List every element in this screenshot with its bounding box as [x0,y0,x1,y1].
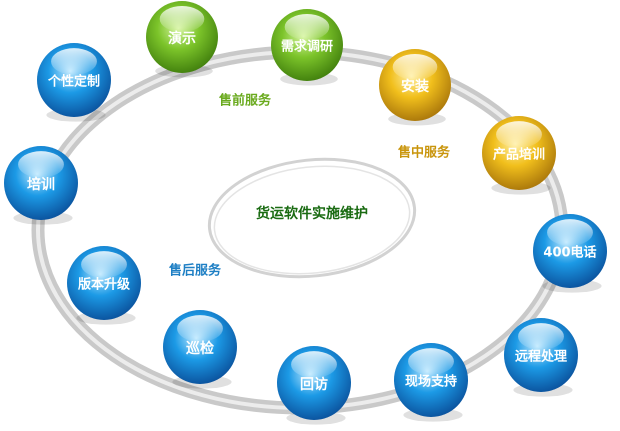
node-remote: 远程处理 [504,318,578,397]
phase-label-in-sale: 售中服务 [398,145,451,161]
node-demo: 演示 [146,1,218,78]
node-visit: 回访 [277,346,351,425]
node-label: 巡检 [186,340,214,357]
node-label: 个性定制 [47,74,100,90]
phase-label-pre-sale: 售前服务 [219,93,272,109]
node-gloss [81,251,127,278]
node-label: 现场支持 [405,374,457,390]
service-nodes: 演示需求调研安装产品培训 400电话远程处理现场支持 回访 巡检 版本升级 培训 个性定制 [4,1,607,425]
node-gloss [284,14,330,40]
node-gloss [496,121,542,148]
node-label: 远程处理 [515,349,567,365]
node-gloss [291,351,337,378]
node-inspection: 巡检 [163,310,237,389]
node-training: 产品培训 [482,116,556,195]
node-gloss [51,48,97,75]
node-gloss [547,219,593,246]
phase-label-post-sale: 售后服务 [169,263,222,279]
node-label: 产品培训 [493,147,545,163]
node-hotline: 400电话 [533,214,607,293]
node-install: 安装 [379,49,451,126]
node-upgrade: 版本升级 [67,246,141,325]
node-label: 培训 [27,176,55,193]
center-title: 货运软件实施维护 [255,205,368,222]
node-label: 400电话 [543,245,596,261]
node-gloss [518,323,564,350]
center-swoosh [207,157,417,279]
node-onsite: 现场支持 [394,343,468,422]
node-gloss [392,54,438,80]
node-label: 需求调研 [281,39,333,55]
node-custom: 个性定制 [37,43,111,122]
node-gloss [408,348,454,375]
node-gloss [159,6,205,32]
node-gloss [18,151,64,178]
node-gloss [177,315,223,342]
node-label: 安装 [401,78,430,95]
node-label: 回访 [300,376,328,393]
node-label: 版本升级 [78,277,131,293]
node-train2: 培训 [4,146,78,225]
node-label: 演示 [168,30,196,47]
node-requirements: 需求调研 [271,9,343,86]
